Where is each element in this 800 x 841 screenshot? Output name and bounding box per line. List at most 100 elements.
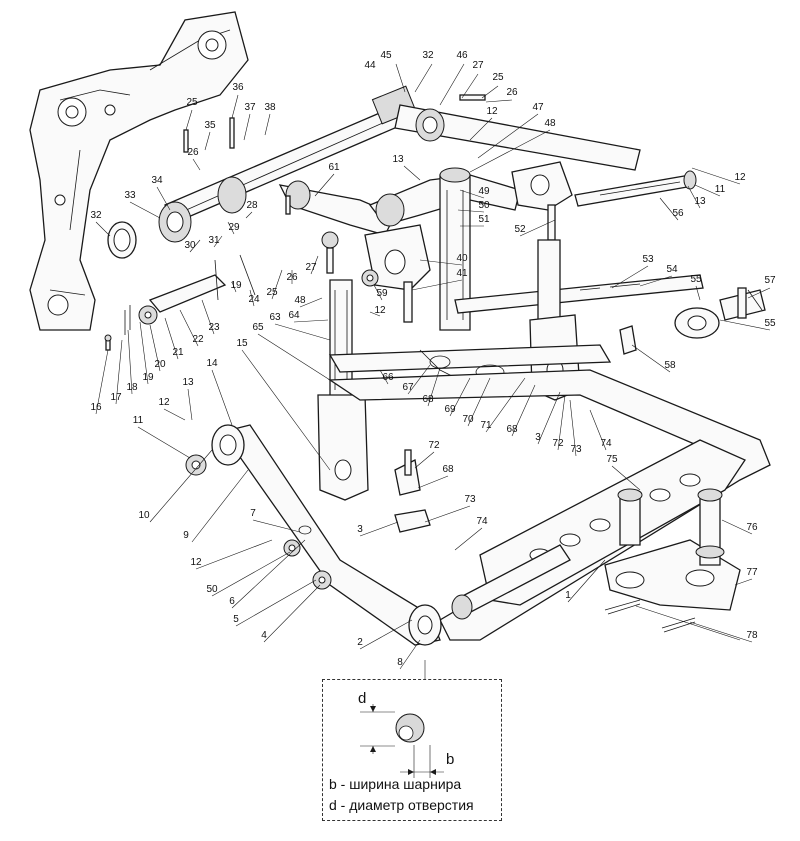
callout-26: 26	[187, 147, 199, 158]
callout-68: 68	[506, 424, 518, 435]
callout-27: 27	[472, 60, 484, 71]
callout-3: 3	[357, 524, 363, 535]
callout-76: 76	[746, 522, 758, 533]
callout-61: 61	[328, 162, 340, 173]
callout-37: 37	[244, 102, 256, 113]
callout-11: 11	[715, 184, 726, 195]
cross-beam-66	[328, 344, 612, 373]
callout-19: 19	[230, 280, 242, 291]
callout-50: 50	[478, 200, 490, 211]
callout-23: 23	[208, 322, 220, 333]
callout-48: 48	[544, 118, 556, 129]
callout-57: 57	[764, 275, 776, 286]
detail-ball-joint: d b	[358, 660, 454, 778]
callout-73: 73	[464, 494, 476, 505]
lever-linkage-19-24	[124, 254, 256, 335]
callout-20: 20	[154, 359, 166, 370]
levelling-box-left	[364, 224, 431, 323]
hitch-pin-76	[695, 488, 725, 566]
callout-26: 26	[506, 87, 518, 98]
callout-38: 38	[264, 102, 276, 113]
dim-b-label: b	[446, 751, 454, 768]
callout-52: 52	[514, 224, 526, 235]
callout-58: 58	[664, 360, 676, 371]
callout-47: 47	[532, 102, 544, 113]
callout-16: 16	[90, 402, 102, 413]
callout-8: 8	[397, 657, 403, 668]
callout-13: 13	[694, 196, 706, 207]
callout-32: 32	[422, 50, 434, 61]
callout-77: 77	[746, 567, 758, 578]
callout-34: 34	[151, 175, 163, 186]
callout-44: 44	[364, 60, 376, 71]
callout-50: 50	[206, 584, 218, 595]
callout-22: 22	[192, 334, 204, 345]
castle-nut-59	[361, 269, 379, 287]
callout-71: 71	[480, 420, 492, 431]
callout-41: 41	[456, 268, 468, 279]
knob-62	[321, 231, 339, 274]
callout-12: 12	[734, 172, 746, 183]
callout-25: 25	[266, 287, 278, 298]
callout-65: 65	[252, 322, 264, 333]
callout-5: 5	[233, 614, 239, 625]
callout-2: 2	[357, 637, 363, 648]
callout-69: 69	[444, 404, 456, 415]
levelling-box-right	[511, 161, 573, 241]
callout-6: 6	[229, 596, 235, 607]
callout-25: 25	[492, 72, 504, 83]
right-cross-shaft	[394, 104, 641, 171]
leader-lines	[95, 63, 771, 670]
callout-33: 33	[124, 190, 136, 201]
legend-b: b - ширина шарнира	[329, 776, 462, 792]
callout-27: 27	[305, 262, 317, 273]
callout-13: 13	[182, 377, 194, 388]
stabiliser-rod-right	[454, 274, 766, 339]
detail-inset-box: b - ширина шарнира d - диаметр отверстия	[322, 679, 502, 821]
callout-13: 13	[392, 154, 404, 165]
callout-10: 10	[138, 510, 150, 521]
callout-75: 75	[606, 454, 618, 465]
callout-55: 55	[764, 318, 776, 329]
callout-70: 70	[462, 414, 474, 425]
callout-64: 64	[288, 310, 300, 321]
callout-67: 67	[402, 382, 414, 393]
callout-59: 59	[376, 288, 388, 299]
callout-72: 72	[552, 438, 564, 449]
callout-36: 36	[232, 82, 244, 93]
callout-56: 56	[672, 208, 684, 219]
callout-24: 24	[248, 294, 260, 305]
callout-15: 15	[236, 338, 248, 349]
callout-78: 78	[746, 630, 758, 641]
callout-48: 48	[294, 295, 306, 306]
lower-link-right	[451, 544, 571, 620]
callout-12: 12	[190, 557, 202, 568]
callout-12: 12	[158, 397, 170, 408]
bolt-16	[104, 334, 112, 351]
callout-7: 7	[250, 508, 256, 519]
callout-53: 53	[642, 254, 654, 265]
callout-68: 68	[442, 464, 454, 475]
dim-d-label: d	[358, 690, 366, 707]
callout-28: 28	[246, 200, 258, 211]
callout-63: 63	[269, 312, 281, 323]
hitch-pin-75	[617, 488, 643, 546]
callout-54: 54	[666, 264, 678, 275]
upper-tie-rod-56	[574, 170, 697, 207]
callout-74: 74	[476, 516, 488, 527]
ball-joint-11	[185, 454, 207, 476]
callout-72: 72	[428, 440, 440, 451]
callout-21: 21	[172, 347, 184, 358]
callout-35: 35	[204, 120, 216, 131]
lift-cylinder	[439, 167, 471, 331]
clip-58	[619, 325, 637, 355]
pin-57	[737, 287, 763, 319]
callout-74: 74	[600, 438, 612, 449]
callout-3: 3	[535, 432, 541, 443]
splined-hub-33	[158, 176, 247, 243]
pin-assembly-3	[394, 449, 431, 533]
callout-68: 68	[422, 394, 434, 405]
callout-9: 9	[183, 530, 189, 541]
callout-17: 17	[110, 392, 122, 403]
